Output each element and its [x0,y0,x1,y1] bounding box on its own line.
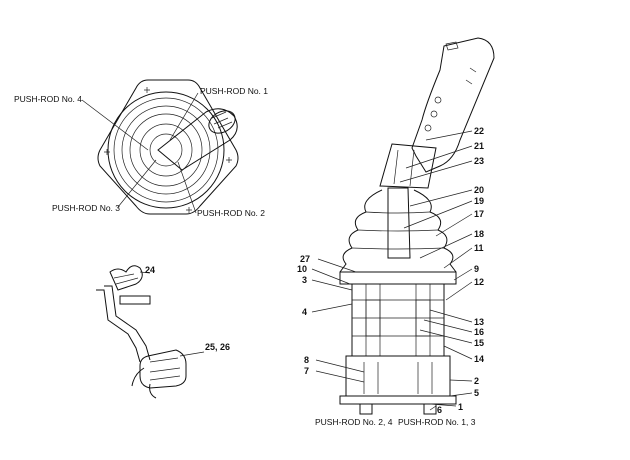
label-pushrod-3: PUSH-ROD No. 3 [52,203,120,213]
callout-3: 3 [302,275,307,285]
callout-24: 24 [145,265,155,275]
label-pushrod-2-4: PUSH-ROD No. 2, 4 [315,417,393,427]
callout-1: 1 [458,402,463,412]
top-view-drawing [81,79,239,215]
callout-4: 4 [302,307,307,317]
callout-8: 8 [304,355,309,365]
callout-2: 2 [474,376,479,386]
callout-10: 10 [297,264,307,274]
callout-18: 18 [474,229,484,239]
label-pushrod-1-3: PUSH-ROD No. 1, 3 [398,417,476,427]
label-pushrod-2: PUSH-ROD No. 2 [197,208,265,218]
callout-27: 27 [300,254,310,264]
connector-drawing [96,265,205,399]
callout-12: 12 [474,277,484,287]
callout-6: 6 [437,405,442,415]
callout-19: 19 [474,196,484,206]
callout-20: 20 [474,185,484,195]
label-pushrod-4: PUSH-ROD No. 4 [14,94,82,104]
callout-9: 9 [474,264,479,274]
callout-7: 7 [304,366,309,376]
callout-11: 11 [474,243,484,253]
callout-15: 15 [474,338,484,348]
callout-21: 21 [474,141,484,151]
callout-22: 22 [474,126,484,136]
callout-17: 17 [474,209,484,219]
callout-23: 23 [474,156,484,166]
callout-13: 13 [474,317,484,327]
callout-16: 16 [474,327,484,337]
callout-25-26: 25, 26 [205,342,230,352]
label-pushrod-1: PUSH-ROD No. 1 [200,86,268,96]
callout-5: 5 [474,388,479,398]
section-drawing [311,37,495,415]
callout-14: 14 [474,354,484,364]
